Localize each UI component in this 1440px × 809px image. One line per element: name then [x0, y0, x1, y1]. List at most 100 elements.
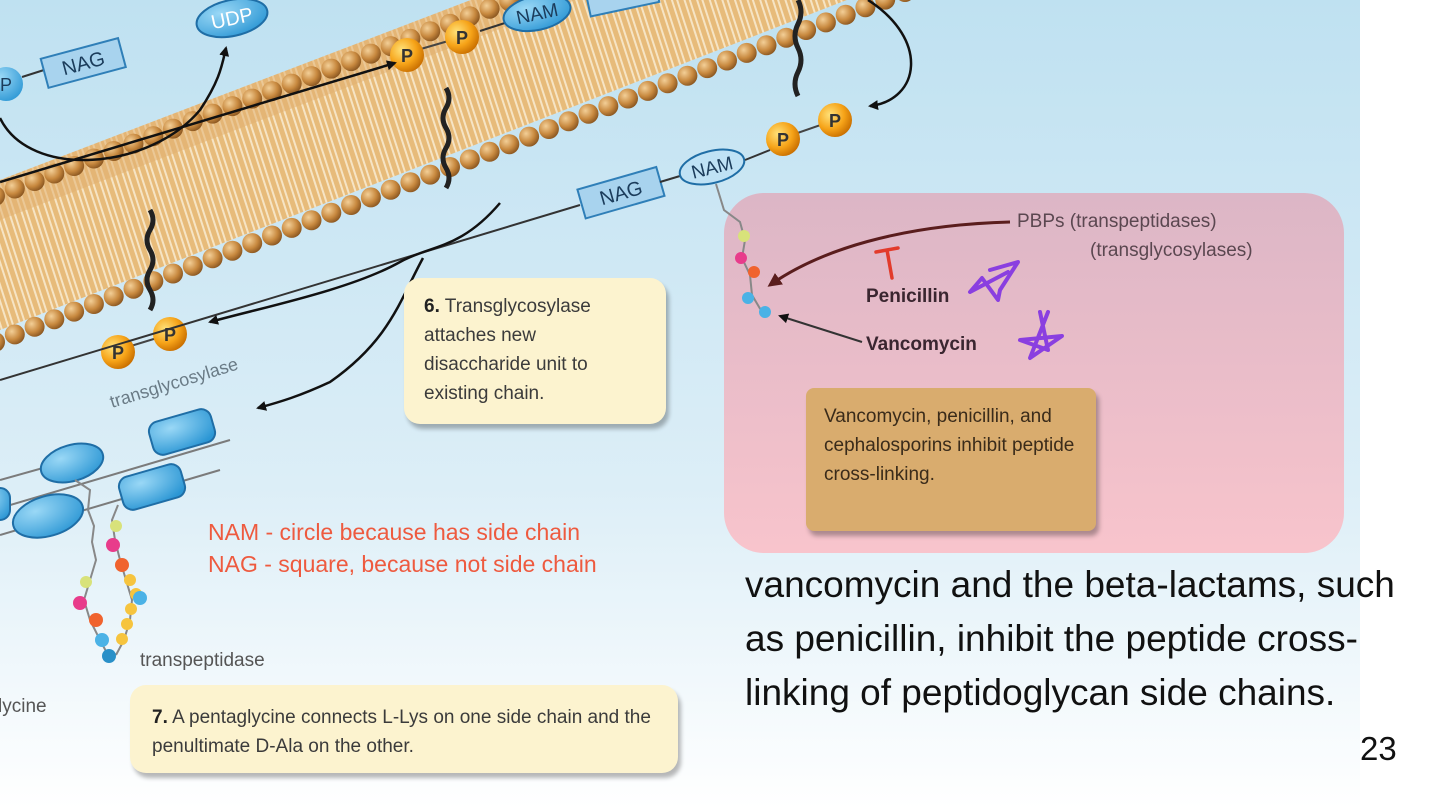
membrane-bead [64, 301, 85, 322]
svg-text:P: P [456, 28, 468, 48]
star-mark-vancomycin [1018, 310, 1064, 360]
membrane-bead [321, 58, 342, 79]
slide-body-text: vancomycin and the beta-lactams, such as… [745, 564, 1395, 713]
membrane-bead [697, 58, 718, 79]
membrane-bead [163, 263, 183, 284]
membrane-bead [400, 172, 421, 193]
nam-side-chain [715, 183, 763, 313]
step6-callout: 6. Transglycosylase attaches new disacch… [404, 278, 666, 424]
membrane-bead [341, 51, 362, 72]
membrane-bead [4, 178, 25, 199]
arrow-to-phosphate [0, 60, 397, 184]
membrane-bead [360, 43, 381, 64]
nam-unit: NAM [678, 148, 746, 186]
step7-number: 7. [152, 707, 168, 728]
inhibition-note: Vancomycin, penicillin, and cephalospori… [806, 388, 1096, 531]
membrane-bead [262, 81, 282, 102]
phosphate-partial: P [0, 67, 23, 101]
membrane-bead [598, 96, 619, 117]
membrane-bead [637, 80, 658, 101]
pbps-label-line2: (transglycosylases) [1090, 240, 1253, 261]
membrane-bead [301, 210, 322, 231]
membrane-bead [479, 0, 500, 19]
membrane-bead [262, 225, 282, 246]
membrane-bead [222, 240, 243, 261]
membrane-bead [736, 42, 757, 63]
peptide-chain [74, 479, 109, 656]
membrane-bead [578, 103, 599, 124]
svg-text:P: P [112, 343, 124, 363]
membrane-bead [796, 20, 817, 40]
arrow-udp [0, 46, 230, 162]
svg-text:P: P [777, 130, 789, 150]
phosphate-pair: P P [390, 20, 479, 72]
membrane-bead [459, 149, 480, 170]
membrane-bead [657, 73, 678, 94]
amino-acid-bead [759, 306, 771, 318]
amino-acid-bead [748, 266, 760, 278]
nam-annotation: NAM - circle because has side chain [208, 519, 580, 545]
penicillin-label: Penicillin [866, 286, 949, 307]
membrane-bead [499, 134, 520, 155]
membrane-bead [479, 141, 500, 162]
nam-unit: NAM [502, 0, 572, 33]
membrane-bead [281, 73, 302, 94]
nag-unit-partial [585, 0, 661, 18]
membrane-bead [420, 164, 441, 185]
membrane-bead [717, 50, 737, 71]
bactoprenol-chain [144, 208, 156, 312]
star-mark-penicillin [968, 260, 1020, 302]
membrane-bead [341, 195, 362, 215]
membrane-bead [281, 217, 302, 238]
membrane-bead [242, 233, 263, 254]
membrane-bead [855, 0, 876, 18]
svg-text:P: P [0, 75, 12, 95]
svg-text:P: P [829, 111, 841, 131]
arrow-recycle [867, 0, 913, 111]
phosphate-pair: P P [766, 103, 852, 156]
membrane-bead [321, 202, 342, 223]
step7-text: A pentaglycine connects L-Lys on one sid… [152, 707, 651, 757]
bactoprenol-chain [792, 0, 804, 98]
peptide-beads [73, 520, 147, 663]
nag-unit: NAG [576, 165, 666, 220]
lipid-membrane [0, 0, 847, 330]
pbps-label: PBPs (transpeptidases) [1017, 211, 1217, 232]
membrane-bead [519, 126, 540, 147]
membrane-bead [44, 309, 65, 330]
nag-unit: NAG [39, 36, 128, 90]
membrane-bead [815, 12, 836, 33]
membrane-bead [899, 0, 911, 2]
membrane-bead [123, 278, 144, 299]
membrane-bead [420, 21, 441, 42]
amino-acid-bead [742, 292, 754, 304]
membrane-bead [835, 4, 856, 25]
membrane-bead [677, 65, 698, 86]
membrane-bead [776, 27, 797, 48]
membrane-bead [301, 66, 322, 87]
membrane-bead [182, 255, 203, 276]
membrane-bead [44, 163, 65, 184]
nag-annotation: NAG - square, because not side chain [208, 551, 597, 577]
membrane-bottom-beads [0, 0, 911, 351]
udp-unit: UDP [195, 0, 269, 39]
pentaglycine-label-partial: lycine [0, 696, 47, 717]
step7-callout: 7. A pentaglycine connects L-Lys on one … [130, 685, 678, 773]
membrane-bead [83, 294, 104, 314]
membrane-bead [4, 324, 25, 345]
membrane-bead [875, 0, 896, 10]
membrane-bead [558, 111, 579, 132]
amino-acid-bead [738, 230, 750, 242]
vancomycin-arrow [778, 313, 863, 343]
arrow-transglycosylase [208, 202, 501, 325]
membrane-bead [618, 88, 638, 109]
inhibition-mark [874, 246, 900, 280]
membrane-bead [538, 119, 559, 139]
amino-acid-bead [735, 252, 747, 264]
glycan-strand [0, 204, 581, 381]
step6-number: 6. [424, 296, 440, 317]
membrane-bead [24, 316, 45, 337]
step6-text: Transglycosylase attaches new disacchari… [424, 296, 591, 404]
